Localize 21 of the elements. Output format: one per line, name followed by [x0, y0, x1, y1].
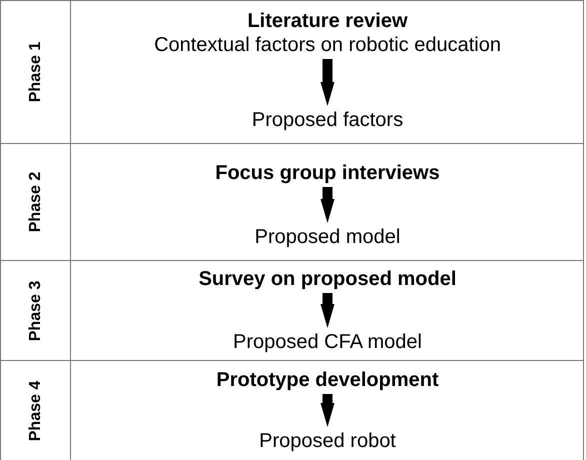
table-row — [0, 0, 584, 144]
down-arrow — [320, 59, 334, 106]
phase-label: Phase 1 — [27, 42, 45, 102]
step-heading: Survey on proposed model — [198, 267, 456, 291]
step-heading: Literature review — [246, 9, 409, 33]
phase-label: Phase 3 — [27, 280, 45, 341]
step-description: Contextual factors on robotic education — [153, 33, 502, 57]
phase-label: Phase 2 — [27, 172, 45, 232]
down-arrow — [320, 293, 334, 328]
table-row — [0, 143, 584, 261]
step-output: Proposed CFA model — [233, 330, 422, 354]
table-row — [0, 260, 584, 361]
phase-label: Phase 4 — [27, 380, 45, 441]
step-output: Proposed factors — [252, 108, 404, 132]
table-row — [0, 360, 584, 460]
step-heading: Prototype development — [216, 368, 439, 392]
step-output: Proposed robot — [259, 429, 396, 453]
down-arrow — [320, 394, 334, 427]
step-output: Proposed model — [254, 225, 400, 249]
step-heading: Focus group interviews — [215, 161, 440, 185]
down-arrow — [320, 187, 334, 223]
